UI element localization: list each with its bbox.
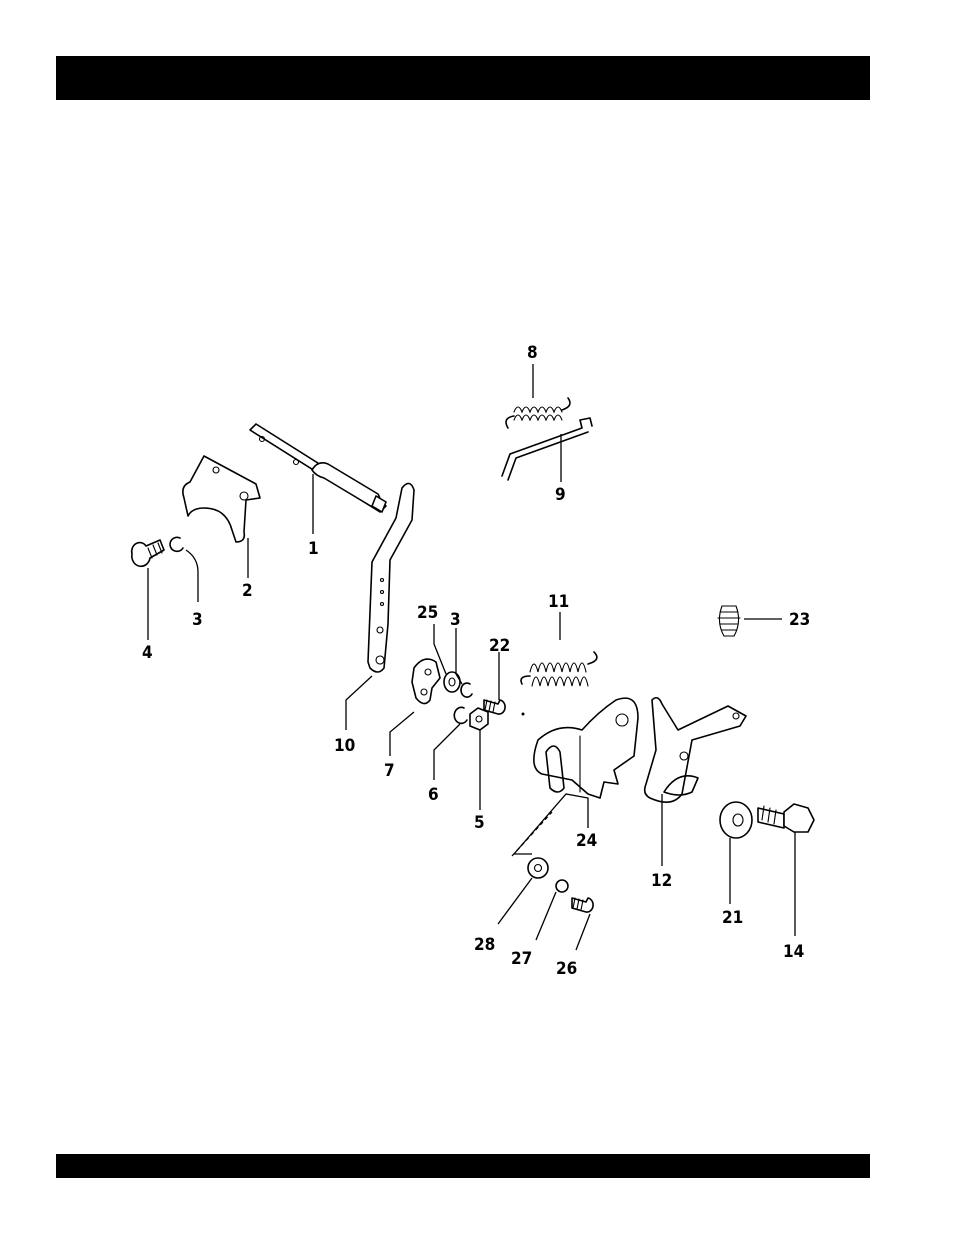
- label-4: 4: [142, 643, 153, 663]
- screw-part-26: [572, 898, 593, 912]
- link-rod-part-9: [502, 418, 592, 480]
- label-23: 23: [789, 610, 810, 630]
- label-28: 28: [474, 935, 495, 955]
- washer-part-21: [720, 802, 752, 838]
- label-12: 12: [651, 871, 672, 891]
- spring-part-8: [506, 398, 570, 428]
- leader-lines: [148, 364, 795, 950]
- lever-arm-part-10: [368, 483, 414, 672]
- label-5: 5: [474, 813, 485, 833]
- label-8: 8: [527, 343, 538, 363]
- label-27: 27: [511, 949, 532, 969]
- label-22: 22: [489, 636, 510, 656]
- clip-part-3-left: [170, 537, 183, 551]
- nut-part-5: [470, 708, 488, 730]
- label-6: 6: [428, 785, 439, 805]
- screw-part-4: [132, 540, 164, 566]
- label-14: 14: [783, 942, 804, 962]
- label-21: 21: [722, 908, 743, 928]
- washer-part-25: [444, 672, 460, 692]
- part-number-labels: 8 9 1 2 3 4 25 3 22 11 23 10 7 6 5 24 12…: [142, 343, 810, 979]
- label-1: 1: [308, 539, 319, 559]
- governor-plate-part-24: [534, 698, 638, 798]
- label-11: 11: [548, 592, 569, 612]
- label-26: 26: [556, 959, 577, 979]
- footer-bar: [56, 1154, 870, 1178]
- throttle-shaft-part-1: [250, 424, 386, 512]
- spring-part-11: [521, 652, 597, 686]
- clip-part-6: [454, 707, 467, 723]
- label-25: 25: [417, 603, 438, 623]
- bolt-part-14: [758, 804, 814, 832]
- plate-part-7: [412, 659, 440, 703]
- label-2: 2: [242, 581, 253, 601]
- lockwasher-part-27: [556, 880, 568, 892]
- spring-part-23: [718, 606, 740, 636]
- lever-plate-part-12: [645, 698, 746, 802]
- stray-dot: [522, 713, 525, 716]
- label-3-right: 3: [450, 610, 461, 630]
- label-9: 9: [555, 485, 566, 505]
- clip-part-3-right: [461, 683, 472, 697]
- label-10: 10: [334, 736, 355, 756]
- bracket-part-2: [183, 456, 260, 542]
- washer-part-28: [528, 858, 548, 878]
- label-24: 24: [576, 831, 597, 851]
- label-7: 7: [384, 761, 395, 781]
- label-3-left: 3: [192, 610, 203, 630]
